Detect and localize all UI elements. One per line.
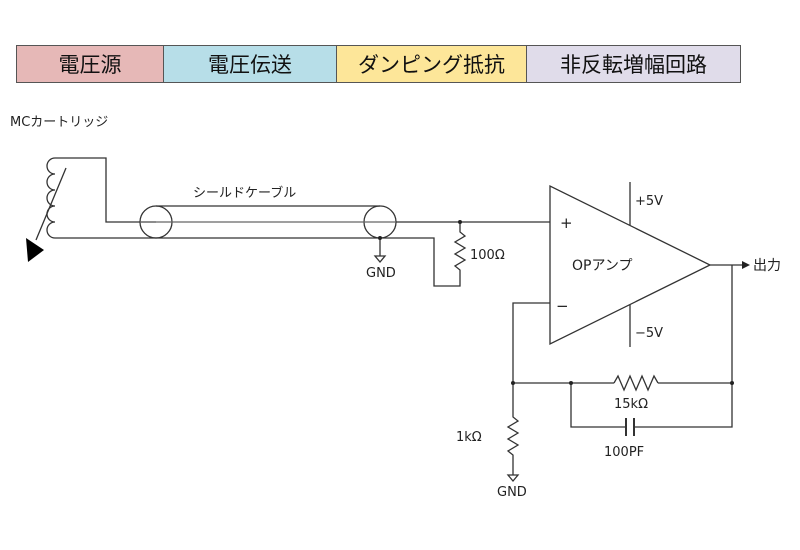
coil-icon [46, 157, 56, 239]
wire-signal-from-coil [55, 157, 156, 223]
output-label: 出力 [753, 258, 781, 274]
resistor-100ohm-label: 100Ω [470, 248, 505, 263]
header-voltage-source: 電圧源 [17, 46, 164, 82]
wire-minus-input [512, 302, 550, 383]
junction-dot [730, 381, 734, 385]
plus-input-label: + [560, 214, 573, 232]
gnd2-label: GND [497, 485, 527, 500]
header-voltage-source-label: 電圧源 [58, 53, 122, 77]
resistor-15k-label: 15kΩ [614, 397, 648, 412]
stage-header-bar: 電圧源 電圧伝送 ダンピング抵抗 非反転増幅回路 [16, 45, 741, 83]
cable-label: シールドケーブル [193, 185, 296, 201]
cap-wire-right [634, 383, 733, 428]
cap-wire-left [570, 383, 626, 428]
header-voltage-transmission: 電圧伝送 [164, 46, 337, 82]
header-damping-resistor-label: ダンピング抵抗 [358, 53, 505, 77]
coil-core-line [35, 167, 67, 241]
output-arrow-icon [742, 261, 750, 269]
header-damping-resistor: ダンピング抵抗 [337, 46, 527, 82]
ground-icon-2 [506, 474, 520, 483]
header-noninverting-amp: 非反転増幅回路 [527, 46, 740, 82]
ground-icon [373, 255, 387, 264]
junction-dot [378, 236, 382, 240]
cartridge-label: MCカートリッジ [10, 115, 108, 130]
vpos-label: +5V [635, 194, 663, 209]
resistor-100ohm-icon [453, 222, 467, 276]
resistor-1k-label: 1kΩ [456, 430, 482, 445]
wire-return-to-resistor [380, 237, 461, 287]
resistor-1k-icon [506, 383, 520, 475]
vneg-label: −5V [635, 326, 663, 341]
junction-dot [569, 381, 573, 385]
junction-dot [511, 381, 515, 385]
header-voltage-transmission-label: 電圧伝送 [208, 53, 292, 77]
capacitor-100pf-label: 100PF [604, 445, 644, 460]
header-noninverting-amp-label: 非反転増幅回路 [560, 53, 707, 77]
opamp-label: OPアンプ [572, 258, 632, 274]
gnd1-label: GND [366, 266, 396, 281]
resistor-15k-icon [613, 374, 659, 392]
stylus-triangle-icon [26, 238, 44, 262]
junction-dot [458, 220, 462, 224]
minus-input-label: − [556, 297, 569, 315]
opamp-triangle [549, 184, 712, 346]
